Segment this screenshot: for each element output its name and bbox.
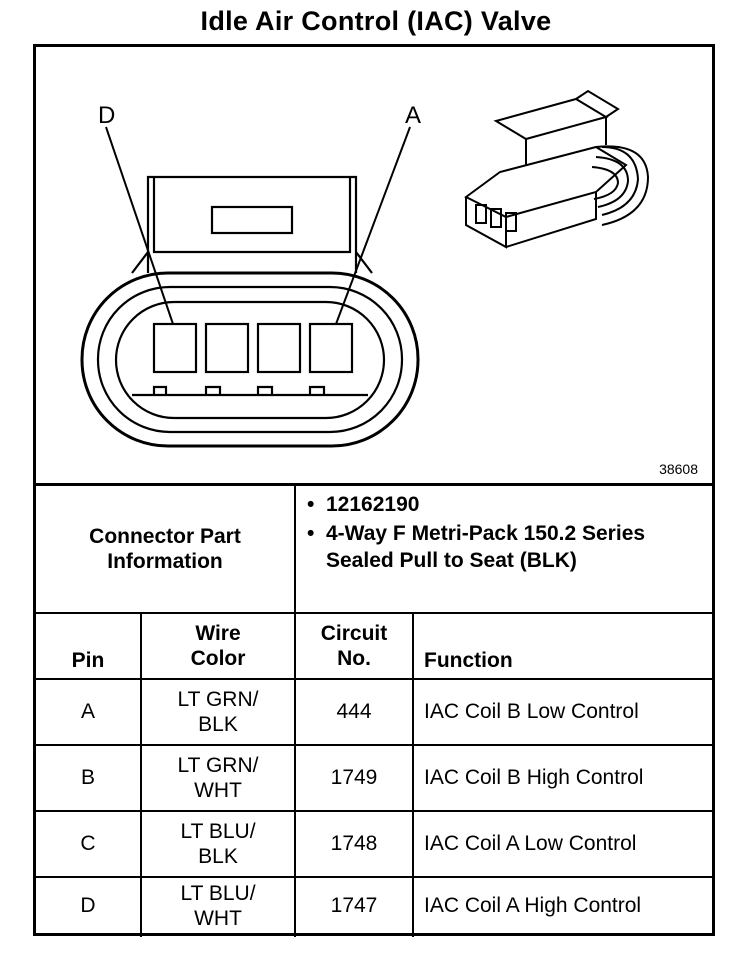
bullet-icon: • [307,493,315,516]
figure-number: 38608 [659,461,698,477]
pin-leader-lines [105,126,411,325]
function-cell: IAC Coil B High Control [424,766,644,790]
circuit-cell: 444 [336,700,372,724]
wire-color-cell: LT BLU/BLK [180,819,256,868]
wire-color-cell: LT BLU/WHT [180,881,256,930]
circuit-cell: 1748 [330,832,378,856]
pin-label-right: A [405,102,421,129]
connector-sheet: D A 38608 Connector Part Information [33,44,715,937]
divider-row-b [36,810,712,812]
divider-row-a [36,744,712,746]
bullet-icon: • [307,522,315,545]
connector-info-list: • 12162190 • 4-Way F Metri-Pack 150.2 Se… [300,491,710,574]
connector-info-item: • 4-Way F Metri-Pack 150.2 Series Sealed… [307,522,646,572]
divider-info-bottom [36,612,712,614]
function-cell: IAC Coil A Low Control [424,832,637,856]
wire-color-cell: LT GRN/BLK [177,687,259,736]
connector-face-drawing [80,175,420,448]
page-title: Idle Air Control (IAC) Valve [200,6,552,36]
col-divider-3 [412,613,414,937]
divider-row-c [36,876,712,878]
divider-info [294,484,296,613]
header-pin: Pin [71,648,105,672]
circuit-cell: 1749 [330,766,378,790]
pin-cell: A [80,700,95,724]
connector-info-label: Connector Part Information [89,524,241,573]
wire-color-cell: LT GRN/WHT [177,753,259,802]
divider-diagram [36,483,712,486]
pin-label-left: D [98,102,115,129]
col-divider-1 [140,613,142,937]
circuit-cell: 1747 [330,894,378,918]
function-cell: IAC Coil A High Control [424,894,642,918]
pin-cell: C [80,832,96,856]
function-cell: IAC Coil B Low Control [424,700,639,724]
connector-isometric-drawing [464,89,650,249]
divider-header [36,678,712,680]
pin-cell: D [80,894,96,918]
connector-info-item: • 12162190 [307,493,420,516]
header-function: Function [424,648,513,672]
col-divider-2 [294,613,296,937]
connector-diagram: D A [80,89,650,448]
pin-cell: B [80,766,95,790]
